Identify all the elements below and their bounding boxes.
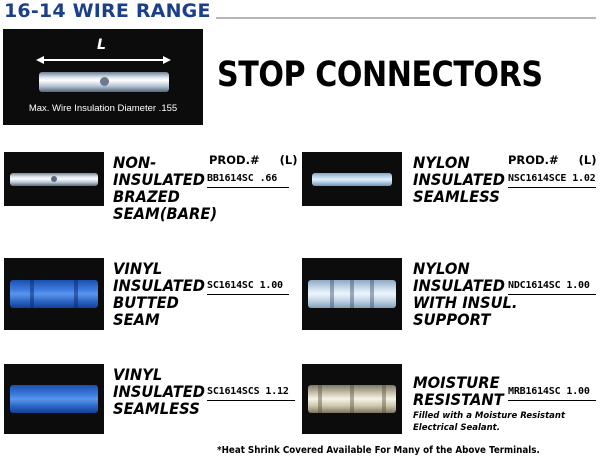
footnote: *Heat Shrink Covered Available For Many …	[217, 445, 540, 456]
hero-image: L Max. Wire Insulation Diameter .155	[3, 29, 203, 125]
moisture-resistant-tube	[308, 385, 396, 413]
length-label: L	[97, 37, 106, 53]
arrow-left-icon	[36, 56, 44, 64]
vinyl-butted-tube	[10, 280, 98, 308]
hero-caption: Max. Wire Insulation Diameter .155	[28, 103, 178, 114]
product-title: MOISTURE RESISTANT	[413, 373, 504, 409]
product-image-nylon-seamless	[302, 152, 402, 206]
product-image-bare-brazed	[4, 152, 104, 206]
product-image-nylon-support	[302, 258, 402, 330]
code-underline	[207, 294, 289, 295]
code-underline	[508, 294, 596, 295]
code-underline	[207, 187, 289, 188]
product-image-moisture-resistant	[302, 364, 402, 434]
dimension-arrow-line	[39, 59, 167, 61]
product-code-row: BB1614SC.66	[207, 173, 278, 184]
product-title: VINYL INSULATED SEAMLESS	[113, 365, 206, 418]
product-image-vinyl-seamless	[4, 364, 104, 434]
product-title: NON- INSULATED BRAZED SEAM(BARE)	[113, 153, 218, 223]
inspection-hole	[100, 77, 109, 86]
vinyl-seamless-tube	[10, 385, 98, 413]
title-rule	[216, 17, 596, 19]
column-header: PROD.#(L)	[209, 153, 298, 167]
range-title: 16-14 WIRE RANGE	[4, 0, 211, 22]
column-header: PROD.#(L)	[508, 153, 597, 167]
product-title: VINYL INSULATED BUTTED SEAM	[113, 259, 206, 329]
nylon-insul-support-tube	[308, 280, 396, 308]
nylon-seamless-tube	[312, 173, 392, 186]
product-title: NYLON INSULATED WITH INSUL. SUPPORT	[413, 259, 518, 329]
product-image-vinyl-butted	[4, 258, 104, 330]
product-title: NYLON INSULATED SEAMLESS	[413, 153, 506, 206]
inspection-hole	[51, 176, 57, 182]
code-underline	[508, 187, 596, 188]
arrow-right-icon	[163, 56, 171, 64]
page-title: STOP CONNECTORS	[217, 55, 543, 95]
code-underline	[508, 400, 596, 401]
moisture-note: Filled with a Moisture Resistant Electri…	[413, 411, 566, 433]
code-underline	[207, 400, 295, 401]
connector-tube	[39, 72, 169, 92]
bare-brazed-tube	[10, 173, 98, 186]
